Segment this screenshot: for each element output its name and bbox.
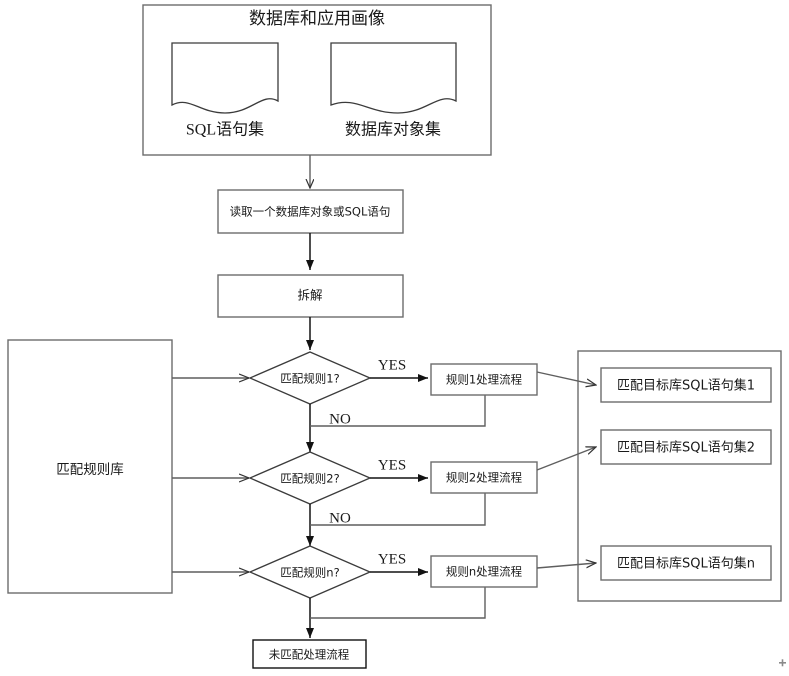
- process-read-label: 读取一个数据库对象或SQL语句: [230, 205, 391, 219]
- document-shape-1: [171, 42, 279, 114]
- connector-rulen-feedback: [310, 587, 486, 619]
- target-sql-set-2-label: 匹配目标库SQL语句集2: [617, 440, 755, 456]
- connector-rule2-feedback: [310, 493, 486, 526]
- process-split-step: 拆解: [217, 274, 404, 318]
- process-rule-1-label: 规则1处理流程: [446, 373, 523, 387]
- document-label-1: SQL语句集: [186, 121, 264, 139]
- process-rule-n-label: 规则n处理流程: [446, 565, 523, 579]
- document-label-2: 数据库对象集: [345, 121, 441, 139]
- source-group-box: [142, 4, 492, 156]
- target-sql-set-n-label: 匹配目标库SQL语句集n: [617, 556, 755, 572]
- target-group: 匹配目标库SQL语句集1 匹配目标库SQL语句集2 匹配目标库SQL语句集n: [577, 350, 782, 602]
- decision-rule-2: 匹配规则2?: [248, 451, 372, 505]
- connector-rule1-to-target1: [536, 371, 596, 385]
- connector-rulen-to-targetn: [536, 563, 596, 569]
- decision-rule-1-label: 匹配规则1?: [280, 372, 339, 386]
- process-rule-2-label: 规则2处理流程: [446, 471, 523, 485]
- decision-rule-2-label: 匹配规则2?: [280, 472, 339, 486]
- process-unmatched-label: 未匹配处理流程: [269, 648, 350, 662]
- document-sql-statements: SQL语句集: [171, 42, 279, 139]
- rule-library-node: 匹配规则库: [7, 339, 173, 594]
- decision-rule-n: 匹配规则n?: [248, 545, 372, 599]
- decision-2-no-label: NO: [329, 510, 351, 526]
- decision-rule-1: 匹配规则1?: [248, 351, 372, 405]
- decision-n-yes-label: YES: [378, 551, 406, 567]
- process-split-label: 拆解: [297, 288, 322, 303]
- target-group-box: [577, 350, 782, 602]
- target-sql-set-2-box: [600, 429, 772, 465]
- process-unmatched-box: [252, 639, 367, 669]
- decision-1-yes-label: YES: [378, 357, 406, 373]
- target-sql-set-1-box: [600, 367, 772, 403]
- target-sql-set-n: 匹配目标库SQL语句集n: [600, 545, 772, 581]
- rule-library-label: 匹配规则库: [56, 462, 124, 478]
- corner-mark-icon: [779, 659, 786, 667]
- process-read-step: 读取一个数据库对象或SQL语句: [217, 189, 404, 234]
- document-db-objects: 数据库对象集: [330, 42, 457, 139]
- rule-library-box: [7, 339, 173, 594]
- source-group-title: 数据库和应用画像: [249, 9, 385, 28]
- connector-rule2-to-target2: [536, 447, 596, 471]
- process-rule-1-box: [430, 363, 538, 396]
- connector-rule1-feedback: [310, 395, 486, 427]
- decision-1-no-label: NO: [329, 411, 351, 427]
- process-rule-n: 规则n处理流程: [430, 555, 538, 588]
- process-rule-2: 规则2处理流程: [430, 461, 538, 494]
- decision-2-yes-label: YES: [378, 457, 406, 473]
- target-sql-set-n-box: [600, 545, 772, 581]
- target-sql-set-1-label: 匹配目标库SQL语句集1: [617, 378, 755, 394]
- target-sql-set-2: 匹配目标库SQL语句集2: [600, 429, 772, 465]
- target-sql-set-1: 匹配目标库SQL语句集1: [600, 367, 772, 403]
- document-shape-2: [330, 42, 457, 114]
- process-unmatched: 未匹配处理流程: [252, 639, 367, 669]
- process-rule-2-box: [430, 461, 538, 494]
- source-group: 数据库和应用画像 SQL语句集 数据库对象集: [142, 4, 492, 156]
- decision-rule-n-label: 匹配规则n?: [280, 566, 339, 580]
- process-rule-1: 规则1处理流程: [430, 363, 538, 396]
- process-rule-n-box: [430, 555, 538, 588]
